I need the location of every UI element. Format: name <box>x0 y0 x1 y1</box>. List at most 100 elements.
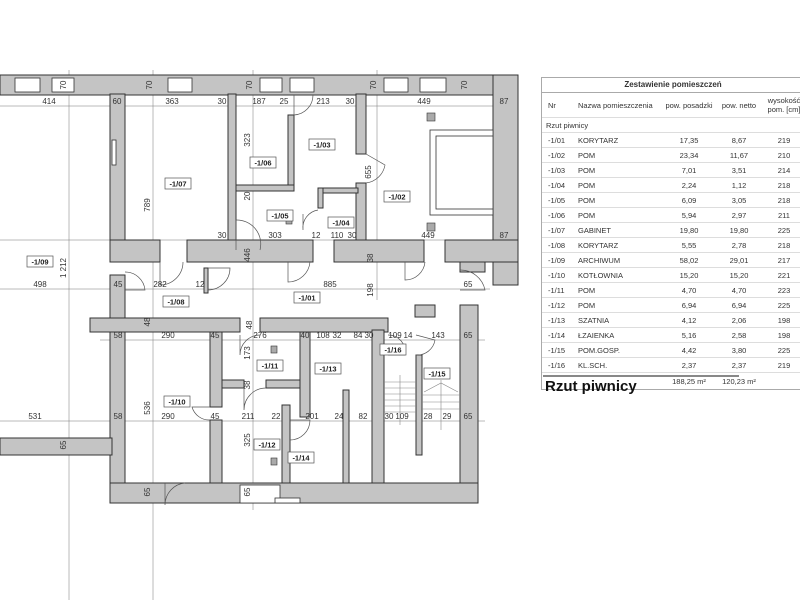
room-label: -1/07 <box>164 177 192 190</box>
cell-height: 210 <box>777 150 791 160</box>
dimension-label: 30 <box>218 231 227 240</box>
dimension-label: 323 <box>243 133 252 147</box>
cell-gross: 4,12 <box>681 315 697 325</box>
room-number: -1/10 <box>168 398 185 407</box>
cell-name: POM <box>578 195 596 205</box>
room-label-box <box>162 295 190 308</box>
cell-gross: 6,94 <box>681 300 697 310</box>
doors <box>124 94 486 506</box>
cell-nr: -1/08 <box>548 240 566 250</box>
cell-net: 8,67 <box>731 135 747 145</box>
room-number: -1/15 <box>428 370 445 379</box>
dimension-label: 38 <box>243 380 252 389</box>
dimension-label: 1 212 <box>59 257 68 278</box>
cell-name: POM <box>578 180 596 190</box>
plan-caption: Rzut piwnicy <box>545 378 637 395</box>
room-label: -1/02 <box>383 190 411 203</box>
dimension-label: 198 <box>366 283 375 297</box>
cell-name: ARCHIWUM <box>578 255 621 265</box>
dimension-label: 32 <box>333 331 342 340</box>
room-label: -1/06 <box>249 156 277 169</box>
cell-gross: 5,55 <box>681 240 697 250</box>
cell-net: 2,97 <box>731 210 747 220</box>
cell-height: 219 <box>777 135 791 145</box>
room-label: -1/01 <box>293 291 321 304</box>
cell-nr: -1/15 <box>548 345 566 355</box>
dimension-label: 58 <box>114 412 123 421</box>
header-gross: pow. posadzki <box>665 100 713 110</box>
room-label-box <box>266 209 294 222</box>
dimension-label: 498 <box>33 280 47 289</box>
room-number: -1/03 <box>313 141 330 150</box>
room-label-box <box>26 255 54 268</box>
cell-nr: -1/09 <box>548 255 566 265</box>
room-number: -1/09 <box>31 258 48 267</box>
cell-name: KORYTARZ <box>578 240 619 250</box>
staircase <box>384 375 460 430</box>
dimension-label: 65 <box>464 280 473 289</box>
cell-height: 198 <box>777 330 791 340</box>
cell-nr: -1/10 <box>548 270 566 280</box>
dimension-label: 110 <box>331 231 344 240</box>
room-label: -1/13 <box>314 362 342 375</box>
dimension-label: 65 <box>59 440 68 449</box>
dimension-label: 531 <box>28 412 42 421</box>
dimension-label: 325 <box>243 433 252 447</box>
dimension-label: 14 <box>404 331 413 340</box>
cell-name: POM <box>578 285 596 295</box>
room-label: -1/04 <box>327 216 355 229</box>
dimension-label: 12 <box>312 231 321 240</box>
dimension-label: 282 <box>153 280 167 289</box>
dimension-label: 24 <box>335 412 344 421</box>
dimension-label: 45 <box>211 412 220 421</box>
cell-height: 217 <box>777 255 791 265</box>
table-total-row: 188,25 m² 120,23 m² <box>542 373 800 389</box>
table-header: Nr Nazwa pomieszczenia pow. posadzki pow… <box>542 93 800 118</box>
cell-net: 11,67 <box>729 150 749 160</box>
room-label: -1/16 <box>379 343 407 356</box>
room-number: -1/07 <box>169 180 186 189</box>
dimension-label: 446 <box>243 248 252 262</box>
cell-gross: 15,20 <box>679 270 699 280</box>
cell-net: 3,51 <box>731 165 747 175</box>
header-nr: Nr <box>548 100 556 110</box>
room-label: -1/11 <box>256 359 284 372</box>
room-number: -1/02 <box>388 193 405 202</box>
dimension-label: 30 <box>365 331 374 340</box>
cell-height: 211 <box>778 210 790 220</box>
cell-name: KOTŁOWNIA <box>578 270 624 280</box>
windows <box>14 77 494 504</box>
cell-net: 3,80 <box>731 345 747 355</box>
cell-nr: -1/04 <box>548 180 566 190</box>
dimension-label: 65 <box>464 412 473 421</box>
cell-nr: -1/02 <box>548 150 566 160</box>
cell-gross: 19,80 <box>679 225 699 235</box>
cell-net: 2,06 <box>731 315 747 325</box>
dimension-label: 70 <box>145 80 154 89</box>
dimension-label: 70 <box>59 80 68 89</box>
room-label-box <box>383 190 411 203</box>
room-number: -1/14 <box>292 454 310 463</box>
dimension-label: 65 <box>143 487 152 496</box>
dimension-label: 87 <box>500 97 509 106</box>
cell-height: 225 <box>777 300 791 310</box>
cell-nr: -1/01 <box>548 135 566 145</box>
dimension-label: 60 <box>113 97 122 106</box>
walls <box>0 74 519 504</box>
room-label-box <box>163 395 191 408</box>
cell-height: 225 <box>777 345 791 355</box>
dimension-label: 29 <box>443 412 452 421</box>
dimension-label: 70 <box>460 80 469 89</box>
dimension-label: 65 <box>243 487 252 496</box>
dimension-label: 87 <box>500 231 509 240</box>
dimension-label: 201 <box>305 412 319 421</box>
